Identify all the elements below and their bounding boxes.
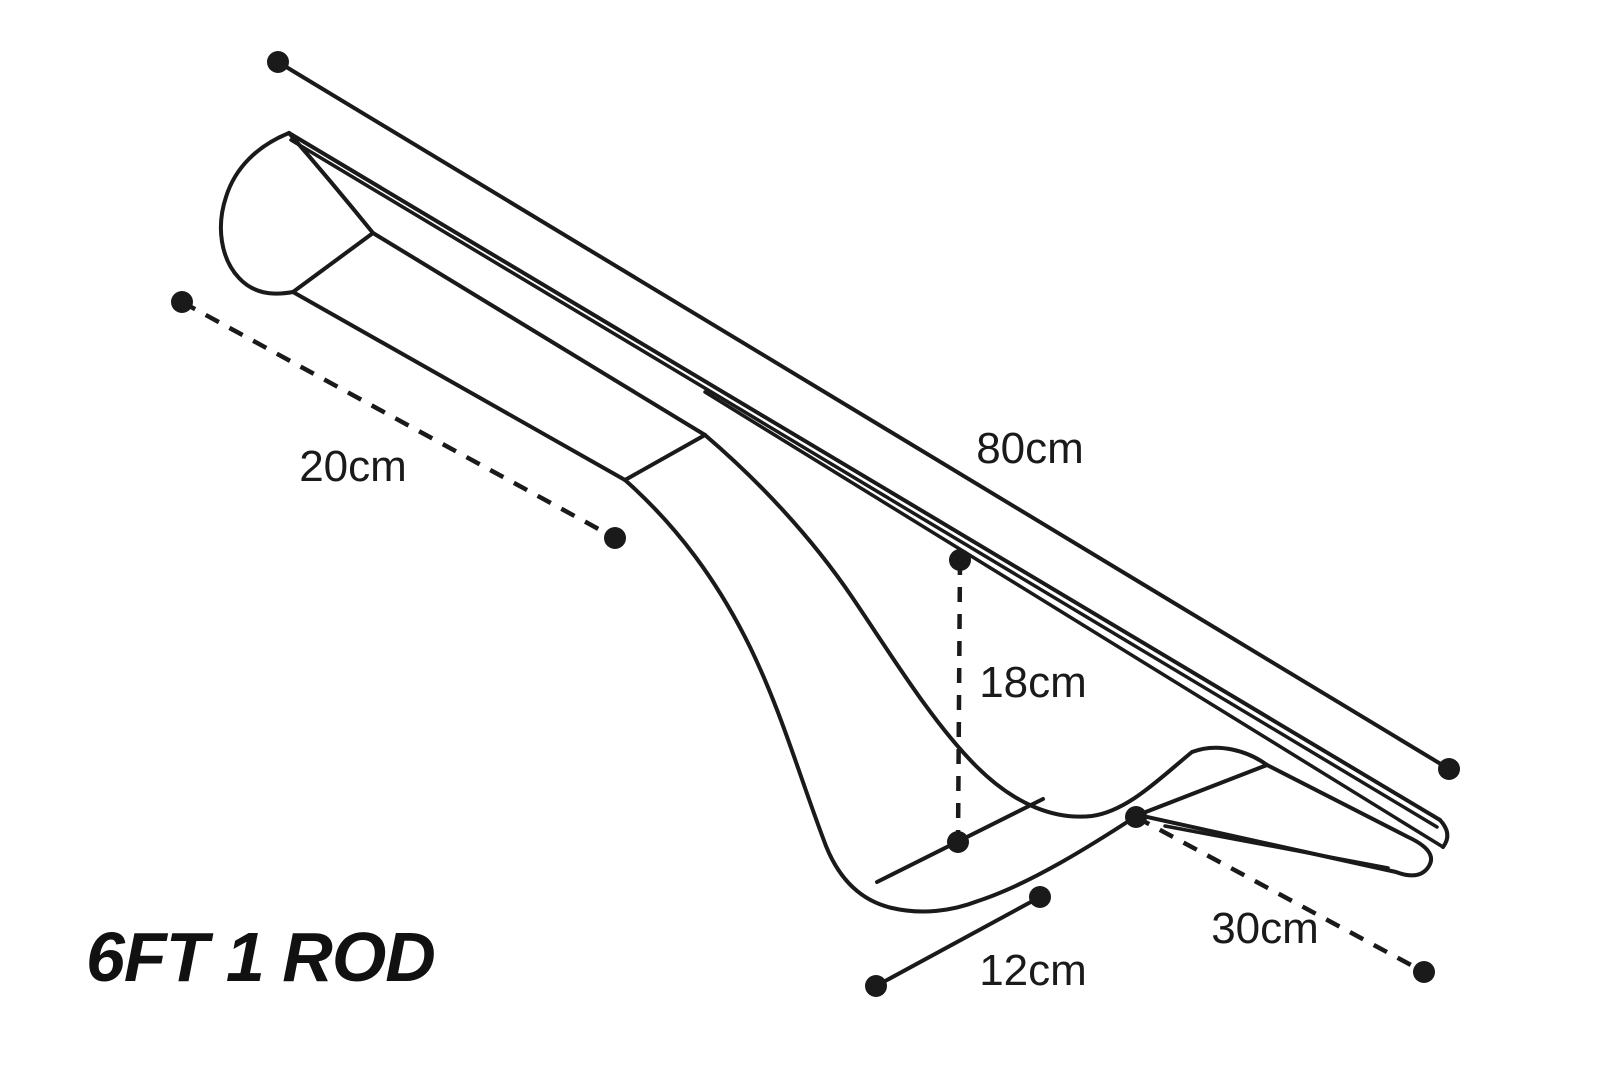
rim-right-end-cap: [1438, 818, 1450, 849]
far-rim-outer-edge: [287, 131, 1442, 822]
channel-width-label: 12cm: [979, 946, 1087, 995]
near-rim-dip-curve: [703, 433, 1269, 819]
left-end-cap-outer-curve: [218, 131, 295, 296]
overall-length-end-dot: [1438, 758, 1460, 780]
far-rim-inner-edge: [289, 138, 1439, 829]
left-section-label: 20cm: [299, 442, 407, 491]
bottom-edge-dip-curve: [623, 478, 1140, 914]
left-end-cap-seam: [291, 231, 375, 294]
left-section-end-dot: [604, 527, 626, 549]
channel-width-line: [874, 895, 1042, 988]
overall-length-label: 80cm: [976, 424, 1084, 473]
dimension-left-section: 20cm: [171, 291, 626, 549]
dimension-channel-width: 12cm: [865, 886, 1087, 997]
channel-bottom-straight-edge: [291, 290, 627, 482]
rod-holder-outline: [218, 131, 1450, 914]
right-section-start-dot: [1125, 806, 1147, 828]
product-name-title: 6FT 1 ROD: [86, 918, 435, 996]
drop-depth-bottom-dot: [947, 831, 969, 853]
channel-width-start-dot: [865, 975, 887, 997]
overall-length-start-dot: [267, 51, 289, 73]
right-section-outline: [1136, 763, 1434, 878]
drop-depth-top-dot: [949, 549, 971, 571]
drop-depth-line: [955, 559, 963, 843]
near-rim-straight-edge: [371, 231, 707, 437]
drop-depth-label: 18cm: [979, 658, 1087, 707]
dimension-overall-length: 80cm: [267, 51, 1460, 780]
right-section-label: 30cm: [1211, 904, 1319, 953]
overall-length-line: [276, 60, 1451, 771]
left-bend-crease: [623, 433, 707, 482]
right-section-inner-fold-line: [1163, 824, 1390, 870]
left-end-cap-scoop-curve: [287, 131, 375, 235]
left-section-start-dot: [171, 291, 193, 313]
channel-width-end-dot: [1029, 886, 1051, 908]
right-section-line: [1134, 815, 1426, 974]
left-section-line: [180, 300, 617, 540]
dimension-right-section: 30cm: [1125, 806, 1435, 983]
dimension-drop-depth: 18cm: [947, 549, 1087, 853]
right-section-end-dot: [1413, 961, 1435, 983]
far-rim-fold-return: [703, 390, 1445, 849]
